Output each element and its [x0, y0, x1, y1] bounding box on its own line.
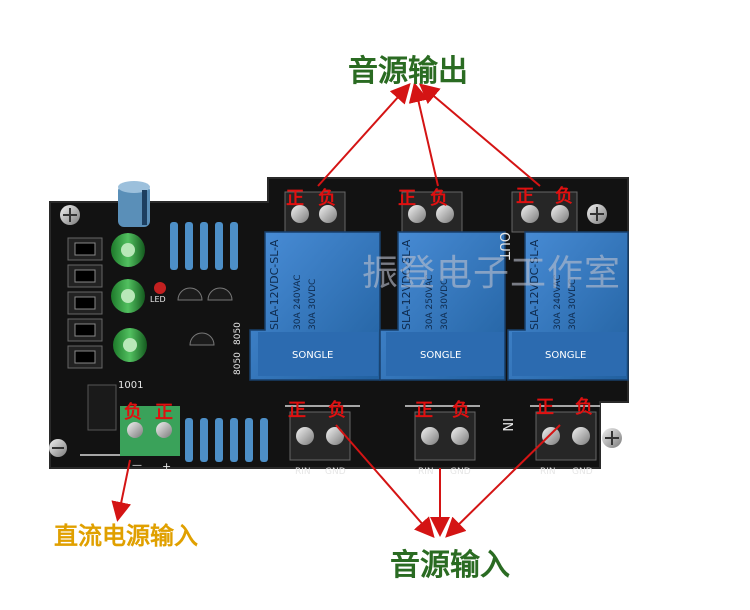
relay-3-rating-dc: 30A 30VDC: [568, 279, 578, 330]
polarity-negative-in-3: 负: [575, 397, 593, 418]
mounting-screw: [60, 205, 80, 225]
input-terminal-3: [535, 411, 597, 461]
blue-capacitor: [118, 181, 150, 227]
optocoupler-row: [67, 237, 103, 369]
output-terminal-2: [401, 191, 463, 233]
relay-2: [379, 231, 506, 381]
silk-gnd-1: GND: [325, 467, 346, 477]
output-terminal-1: [284, 191, 346, 233]
relay-1-model: SLA-12VDC-SL-A: [268, 239, 281, 330]
studio-watermark: 振登电子工作室: [362, 253, 622, 294]
transistor-8050: [177, 287, 233, 346]
polarity-negative-power: 负: [124, 402, 142, 423]
polarity-negative-out-3: 负: [555, 186, 573, 207]
relay-1-rating-dc: 30A 30VDC: [308, 279, 318, 330]
relay-3-rating: 30A 240VAC: [553, 274, 563, 330]
relay-3-model: SLA-12VDC-SL-A: [528, 239, 541, 330]
relay-2-rating-dc: 30A 30VDC: [440, 279, 450, 330]
dc-power-input-label: 直流电源输入: [54, 521, 198, 550]
polarity-positive-power: 正: [155, 402, 173, 423]
polarity-positive-out-3: 正: [516, 186, 534, 207]
green-capacitor: [111, 279, 145, 313]
silk-plus: +: [162, 460, 171, 473]
polarity-positive-in-1: 正: [288, 400, 306, 421]
polarity-positive-out-2: 正: [398, 188, 416, 209]
silk-rin-1: RIN: [295, 467, 311, 477]
polarity-positive-in-2: 正: [415, 400, 433, 421]
power-terminal-block: [120, 406, 180, 456]
input-terminal-2: [414, 411, 476, 461]
polarity-positive-out-1: 正: [286, 188, 304, 209]
silk-8050: 8050: [233, 322, 243, 345]
polarity-negative-in-2: 负: [452, 400, 470, 421]
mounting-screw: [587, 204, 607, 224]
silk-minus: —: [132, 460, 142, 471]
annotation-arrows: [111, 82, 561, 539]
relay-1: [249, 231, 381, 381]
silk-rin-2: RIN: [418, 467, 434, 477]
mounting-screw: [602, 428, 622, 448]
polarity-negative-out-1: 负: [318, 188, 336, 209]
green-capacitor: [113, 328, 147, 362]
dc-jack: [87, 384, 117, 431]
silk-in: IN: [499, 418, 514, 432]
silk-gnd-2: GND: [450, 467, 471, 477]
relay-3: [507, 231, 629, 381]
relay-2-model: SLA-12VDC-SL-A: [400, 239, 413, 330]
polarity-negative-in-1: 负: [328, 400, 346, 421]
silk-rin-3: RIN: [540, 467, 556, 477]
silk-8050-b: 8050: [233, 352, 243, 375]
input-terminal-1: [289, 411, 351, 461]
audio-output-label: 音源输出: [348, 54, 468, 89]
green-capacitor: [111, 233, 145, 267]
resistor-array-bottom: [185, 418, 268, 462]
relay-2-brand: SONGLE: [420, 350, 461, 361]
silk-out: OUT: [496, 232, 511, 260]
relay-3-brand: SONGLE: [545, 350, 586, 361]
status-led: [154, 282, 166, 294]
mounting-screw: [49, 439, 67, 457]
polarity-positive-in-3: 正: [536, 397, 554, 418]
silk-gnd-3: GND: [572, 467, 593, 477]
relay-1-brand: SONGLE: [292, 350, 333, 361]
resistor-array-top: [170, 222, 238, 270]
relay-2-rating: 30A 250VAC: [425, 274, 435, 330]
silk-led: LED: [150, 295, 166, 304]
output-terminal-3: [511, 191, 578, 233]
audio-input-label: 音源输入: [390, 548, 510, 583]
polarity-negative-out-2: 负: [430, 188, 448, 209]
relay-1-rating: 30A 240VAC: [293, 274, 303, 330]
silk-resistor-ref: 1001: [118, 380, 143, 391]
